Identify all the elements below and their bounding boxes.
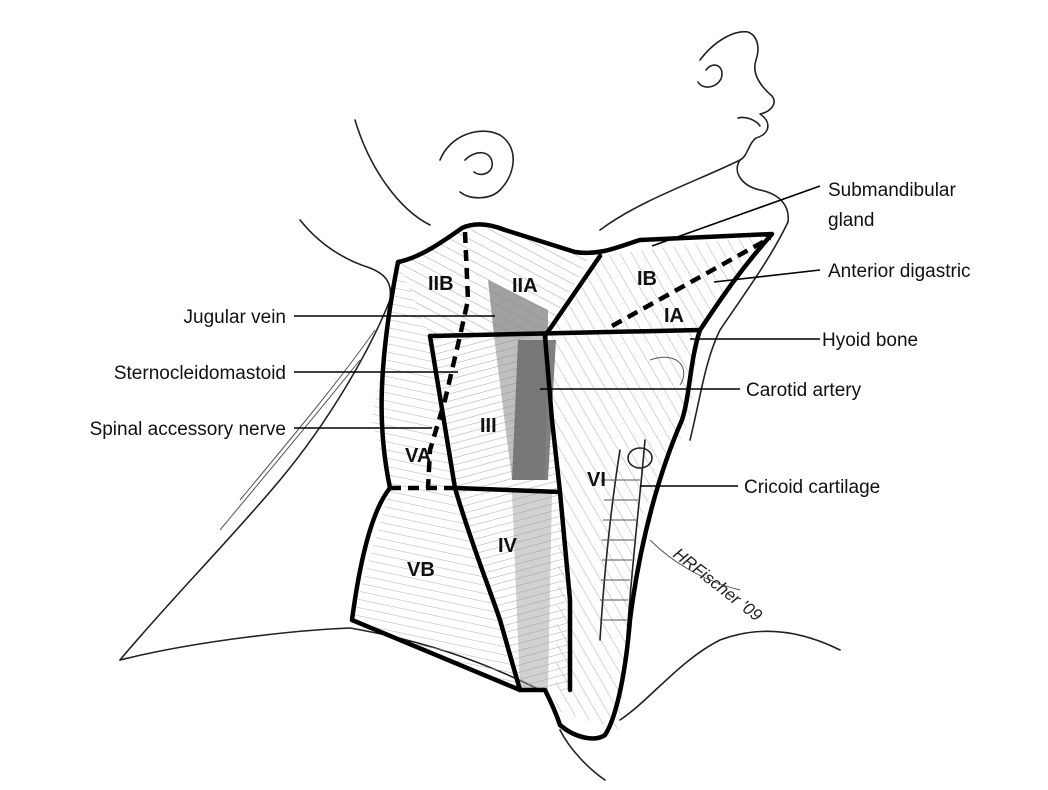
head-and-neck-outline	[119, 31, 841, 781]
label-jugular-vein: Jugular vein	[184, 307, 286, 328]
label-submandibular-gland-line2: gland	[828, 210, 875, 231]
zone-label-ia: IA	[664, 305, 684, 327]
zone-boundaries	[349, 222, 775, 741]
zone-label-iv: IV	[498, 535, 518, 557]
leader-lines	[294, 185, 821, 487]
artist-signature: HRFischer '09	[670, 544, 767, 625]
label-spinal-accessory-nerve: Spinal accessory nerve	[90, 419, 286, 440]
label-sternocleidomastoid: Sternocleidomastoid	[114, 363, 286, 384]
label-anterior-digastric: Anterior digastric	[828, 261, 971, 282]
zone-label-iia: IIA	[512, 275, 538, 297]
jugular-vein-shape	[488, 280, 548, 336]
carotid-artery-shape	[512, 340, 556, 480]
zone-label-va: VA	[405, 445, 431, 467]
label-cricoid-cartilage: Cricoid cartilage	[744, 477, 880, 498]
zone-label-vi: VI	[587, 469, 606, 491]
label-carotid-artery: Carotid artery	[746, 380, 862, 401]
zone-label-ib: IB	[637, 268, 657, 290]
zone-label-iii: III	[480, 415, 497, 437]
label-submandibular-gland-line1: Submandibular	[828, 180, 956, 201]
zone-label-iib: IIB	[428, 273, 454, 295]
carotid-artery-lower	[512, 492, 552, 690]
muscle-shading	[352, 228, 772, 730]
zone-label-vb: VB	[407, 559, 435, 581]
label-hyoid-bone: Hyoid bone	[822, 330, 918, 351]
